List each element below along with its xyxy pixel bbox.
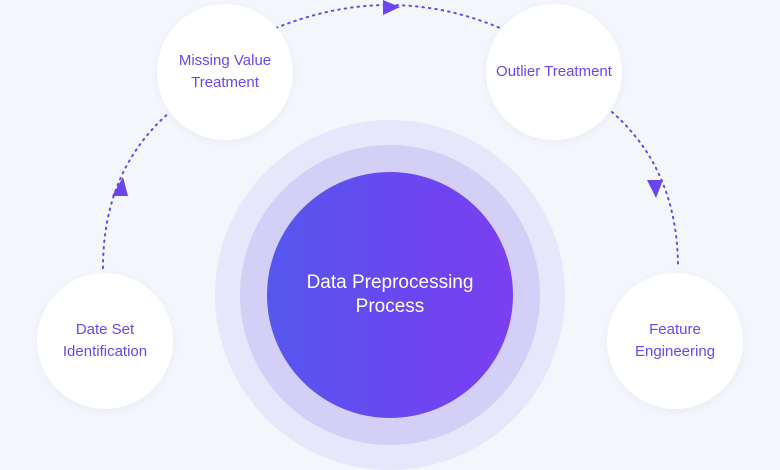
step-label: Date Set Identification bbox=[62, 321, 148, 360]
arrow-down-icon bbox=[647, 180, 663, 198]
step-node-missing-value-treatment: Missing Value Treatment bbox=[157, 4, 293, 140]
step-label: Outlier Treatment bbox=[496, 63, 612, 80]
arrow-right-icon bbox=[383, 0, 400, 15]
step-node-date-set-identification: Date Set Identification bbox=[37, 273, 173, 409]
center-process-label: Data Preprocessing Process bbox=[306, 272, 474, 317]
connector-missing-outlier bbox=[275, 4, 501, 29]
step-node-outlier-treatment: Outlier Treatment bbox=[486, 4, 622, 140]
connector-dataset-missing bbox=[102, 111, 171, 269]
connector-outlier-feature bbox=[611, 111, 679, 269]
step-node-feature-engineering: Feature Engineering bbox=[607, 273, 743, 409]
step-label: Missing Value Treatment bbox=[178, 52, 272, 91]
step-label: Feature Engineering bbox=[634, 321, 716, 360]
center-process-circle: Data Preprocessing Process bbox=[267, 172, 513, 418]
arrow-up-icon bbox=[112, 177, 128, 196]
